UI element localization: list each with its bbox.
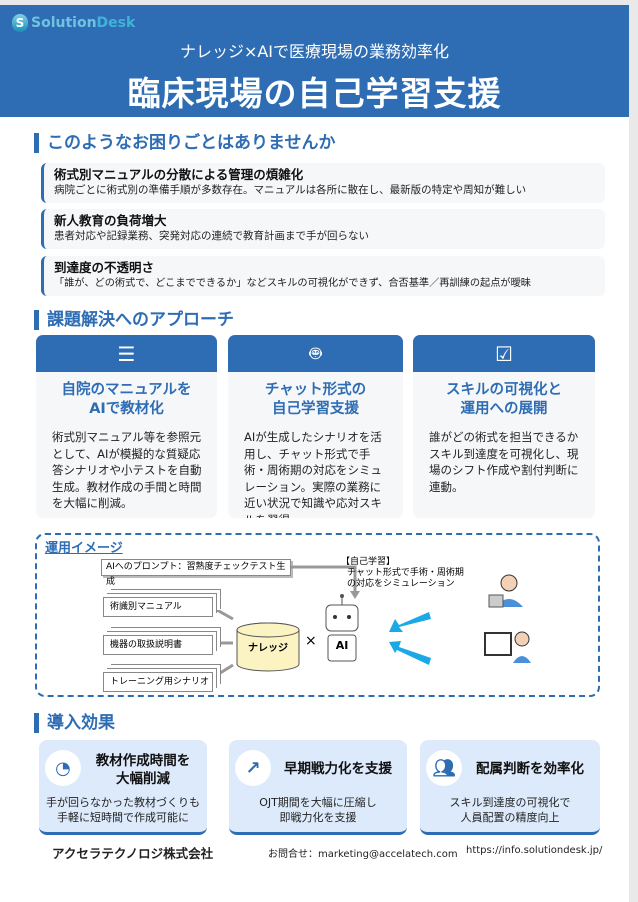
robot-icon: 🤖︎	[228, 335, 403, 372]
problem-card: 術式別マニュアルの分散による管理の煩雑化病院ごとに術式別の準備手順が多数存在。マ…	[41, 163, 605, 203]
diagram-connectors	[216, 565, 531, 677]
company-name: アクセラテクノロジ株式会社	[52, 846, 214, 861]
doc-manual: 術識別マニュアル	[103, 597, 213, 617]
effect-title: 教材作成時間を 大幅削減	[95, 753, 191, 787]
logo-text-desk: Desk	[96, 15, 136, 31]
note-line: の対応をシミュレーション	[347, 579, 455, 589]
doc-training-scenario: トレーニング用シナリオ	[103, 672, 213, 692]
page-title: 臨床現場の自己学習支援	[127, 74, 502, 113]
approach-desc: AIが生成したシナリオを活用し、チャット形式で手術・周術期の対応をシミュレーショ…	[244, 430, 382, 518]
section-heading-approach: 課題解決へのアプローチ	[34, 310, 234, 330]
subtitle: ナレッジ×AIで医療現場の業務効率化	[179, 42, 450, 61]
problem-card: 到達度の不透明さ「誰が、どの術式で、どこまでできるか」などスキルの可視化ができず…	[41, 256, 605, 296]
problem-title: 新人教育の負荷増大	[54, 213, 167, 228]
doc-device-manual: 機器の取扱説明書	[103, 635, 213, 655]
problem-desc: 病院ごとに術式別の準備手順が多数存在。マニュアルは各所に散在し、最新版の特定や周…	[54, 184, 527, 196]
effect-title: 配属判断を効率化	[476, 761, 584, 777]
approach-desc: 誰がどの術式を担当できるかスキル到達度を可視化し、現場のシフト作成や割付判断に連…	[429, 430, 579, 494]
note-title: 【自己学習】	[341, 557, 396, 567]
effect-title: 早期戦力化を支援	[284, 761, 392, 777]
effect-card: ↗ 早期戦力化を支援 OJT期間を大幅に圧縮し 即戦力化を支援	[229, 740, 407, 835]
approach-desc: 術式別マニュアル等を参照元として、AIが模擬的な質疑応答シナリオや小テストを自動…	[52, 430, 202, 510]
section-heading-effects: 導入効果	[34, 713, 115, 733]
problem-title: 術式別マニュアルの分散による管理の煩雑化	[54, 167, 304, 182]
effect-desc: OJT期間を大幅に圧縮し 即戦力化を支援	[259, 796, 377, 824]
contact: お問合せ：marketing@accelatech.com	[268, 845, 458, 860]
checkbox-icon: ☑	[413, 335, 595, 372]
operation-diagram: 運用イメージ AIへのプロンプト：習熟度チェックテスト生成 術識別マニュアル 機…	[35, 533, 600, 697]
diagram-title: 運用イメージ	[45, 541, 123, 556]
approach-card: 🤖︎ チャット形式の 自己学習支援 AIが生成したシナリオを活用し、チャット形式で手…	[228, 335, 403, 518]
approach-card: ☰ 自院のマニュアルを AIで教材化術式別マニュアル等を参照元として、AIが模擬的…	[36, 335, 217, 518]
section-heading-problems: このようなお困りごとはありませんか	[34, 133, 336, 153]
approach-card: ☑ スキルの可視化と 運用への展開誰がどの術式を担当できるかスキル到達度を可視化し…	[413, 335, 595, 518]
effect-card: 👥︎ 配属判断を効率化スキル到達度の可視化で 人員配置の精度向上	[420, 740, 600, 835]
problem-desc: 患者対応や記録業務、突発対応の連続で教育計画まで手が回らない	[54, 230, 369, 242]
problem-card: 新人教育の負荷増大患者対応や記録業務、突発対応の連続で教育計画まで手が回らない	[41, 209, 605, 249]
knowledge-label: ナレッジ	[248, 643, 288, 654]
effect-desc: スキル到達度の可視化で 人員配置の精度向上	[449, 796, 571, 824]
problem-desc: 「誰が、どの術式で、どこまでできるか」などスキルの可視化ができず、合否基準／再訓…	[54, 278, 531, 289]
email-link[interactable]: marketing@accelatech.com	[318, 849, 458, 860]
logo-text: Solution	[31, 15, 97, 31]
website-link[interactable]: https://info.solutiondesk.jp/	[466, 845, 603, 856]
times-symbol: ×	[305, 633, 317, 649]
approach-title: チャット形式の 自己学習支援	[264, 382, 367, 417]
timer-icon: ◔	[45, 750, 81, 786]
robot-ai-label: AI	[335, 639, 349, 652]
effect-card: ◔ 教材作成時間を 大幅削減手が回らなかった教材づくりも 手軽に短時間で作成可能に	[39, 740, 207, 835]
approach-title: 自院のマニュアルを AIで教材化	[61, 382, 192, 417]
contact-label: お問合せ：	[268, 849, 318, 860]
approach-title: スキルの可視化と 運用への展開	[446, 382, 562, 417]
url-link-wrap: https://info.solutiondesk.jp/	[466, 845, 602, 856]
effect-desc: 手が回らなかった教材づくりも 手軽に短時間で作成可能に	[46, 796, 200, 824]
layers-icon: ☰	[36, 335, 217, 372]
logo-icon: S	[12, 14, 28, 32]
trend-up-icon: ↗	[235, 750, 271, 786]
prompt-box: AIへのプロンプト：習熟度チェックテスト生成	[101, 559, 291, 587]
people-icon: 👥︎	[426, 750, 462, 786]
problem-title: 到達度の不透明さ	[54, 260, 155, 275]
note-line: チャット形式で手術・周術期	[347, 568, 464, 578]
self-study-note: 【自己学習】チャット形式で手術・周術期の対応をシミュレーション	[341, 557, 464, 590]
